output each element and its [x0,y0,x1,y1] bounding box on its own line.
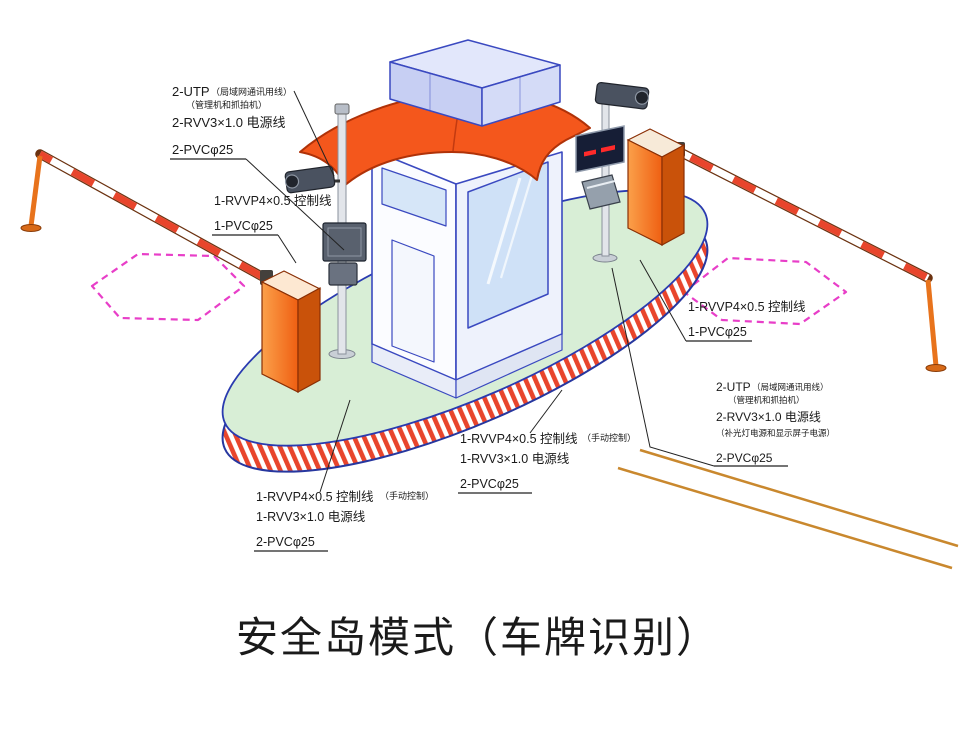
label-power-right-lower: 2-RVV3×1.0 电源线 [716,410,821,424]
led-display [575,125,625,173]
camera-pole-right [575,82,650,263]
pole-cap [334,103,350,115]
road-edge-lines [617,448,959,570]
induction-loop-right [682,256,848,326]
label-utp-right-lower-note: （局域网通讯用线） [752,382,829,392]
booth-window-main [467,161,549,329]
label-conduit-left-bottom: 2-PVCφ25 [256,535,315,549]
junction-box-large [322,222,367,262]
booth-roof-cap [389,39,561,127]
booth-window-side [381,167,447,227]
arm-end-post-right [925,279,939,367]
label-power-center-bottom: 1-RVV3×1.0 电源线 [460,452,570,466]
leader-top-left-conduit [245,158,345,251]
label-utp-top: 2-UTP [172,84,210,99]
leader-lines [245,90,715,493]
road-edge-line [617,466,953,570]
arm-end-post-base [925,364,947,372]
leader-right-mid [639,259,687,342]
label-conduit-right: 1-PVCφ25 [688,325,747,339]
leader-right-lower [611,267,715,467]
fill-light-face [586,180,616,189]
window-reflection [499,171,535,279]
arm-end-post-base [20,224,42,232]
label-utp-right-lower: 2-UTP [716,380,751,394]
label-underlines [170,158,788,552]
junction-box-large-door [327,227,362,257]
arm-stripes [38,150,274,286]
leader-top-left-camera [293,90,335,177]
cap-right-face [481,64,561,127]
cable-labels: 2-UTP （局域网通讯用线） （管理机和抓拍机） 2-RVV3×1.0 电源线… [172,84,835,549]
ground-induction-loops [90,252,848,326]
barrier-gate-left [20,149,322,394]
label-control-left-bottom-note: （手动控制） [380,490,434,501]
leader-left-mid [277,234,297,264]
label-power-top: 2-RVV3×1.0 电源线 [172,115,286,130]
diagram-title: 安全岛模式（车牌识别） [236,614,720,661]
led-display-digits [584,149,596,157]
booth-base-right [455,333,563,399]
camera-lens [284,174,300,189]
label-conduit-center-bottom: 2-PVCφ25 [460,477,519,491]
label-power-right-lower-note: （补光灯电源和显示屏子电源） [716,428,835,438]
camera-lens [634,90,650,105]
barrier-arm-right [675,147,933,283]
cabinet-side [661,143,685,247]
arm-end-post-left [28,155,43,227]
label-conduit-top: 2-PVCφ25 [172,142,233,157]
camera-pole-left [284,103,367,359]
fill-light [581,174,621,210]
label-control-right: 1-RVVP4×0.5 控制线 [688,300,806,314]
barrier-arm-left [35,149,277,287]
road-edge-line [639,448,959,548]
label-control-left: 1-RVVP4×0.5 控制线 [214,194,332,208]
arm-body [678,148,930,282]
label-utp-top-devices: （管理机和抓拍机） [186,99,267,110]
induction-loop-left [90,252,246,322]
leader-left-bottom [319,399,351,493]
label-power-left-bottom: 1-RVV3×1.0 电源线 [256,510,366,524]
label-conduit-right-lower: 2-PVCφ25 [716,451,773,465]
barrier-gate-right [626,128,947,372]
guard-booth [371,149,563,399]
cabinet-front [627,139,663,246]
label-utp-top-note: （局域网通讯用线） [211,86,292,97]
booth-door [391,239,435,363]
cabinet-side [297,286,321,394]
junction-box-small [328,262,358,286]
pole [601,89,610,257]
label-conduit-left: 1-PVCφ25 [214,219,273,233]
label-control-center-bottom-note: （手动控制） [582,432,636,443]
label-control-left-bottom: 1-RVVP4×0.5 控制线 [256,490,374,504]
led-display-digits [601,145,615,153]
cabinet-front [261,281,299,393]
label-utp-right-lower-devices: （管理机和抓拍机） [728,395,805,405]
label-control-center-bottom: 1-RVVP4×0.5 控制线 [460,432,578,446]
window-reflection [486,177,522,285]
leader-center-bottom [529,389,563,434]
